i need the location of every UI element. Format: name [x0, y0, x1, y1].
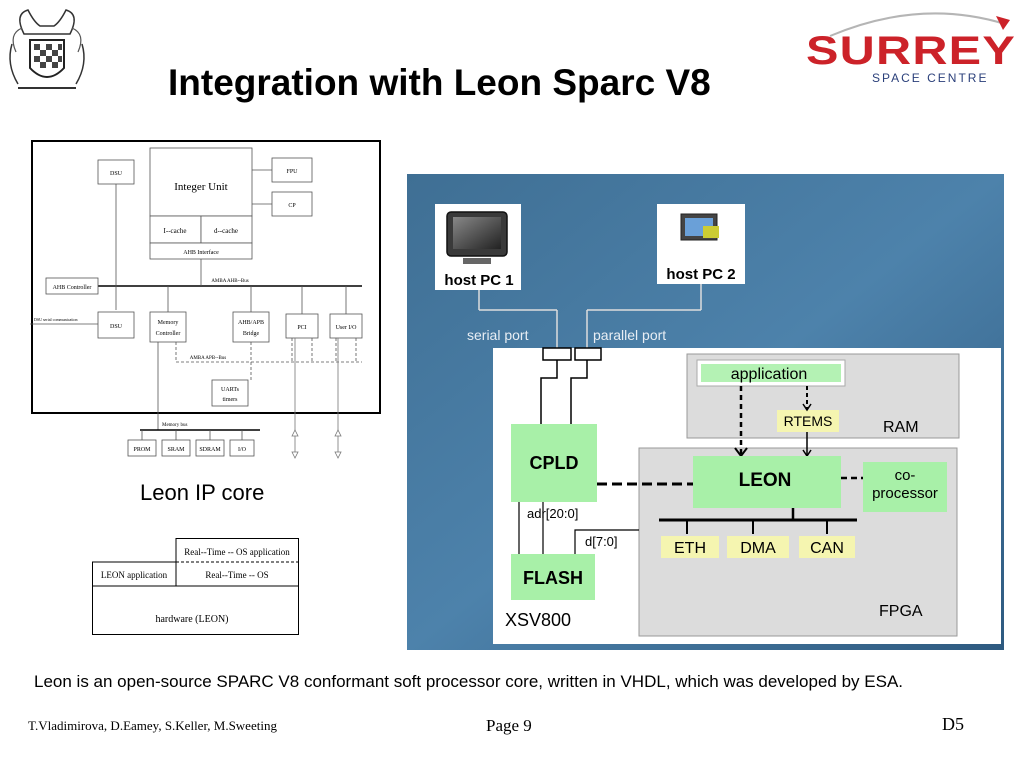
memory-controller-line-2: Controller [156, 331, 181, 337]
description-text: Leon is an open-source SPARC V8 conforma… [34, 672, 904, 691]
serial-port-label: serial port [467, 327, 529, 343]
ahb-interface-label: AHB Interface [183, 249, 219, 256]
ahb-controller-label: AHB Controller [53, 285, 92, 291]
fpga-label: FPGA [879, 603, 923, 620]
footer-authors: T.Vladimirova, D.Eamey, S.Keller, M.Swee… [28, 718, 277, 733]
ahb-apb-line-1: AHB/APB [238, 320, 264, 326]
sdram-label: SDRAM [199, 447, 221, 453]
parallel-port-label: parallel port [593, 327, 666, 343]
rtos-label: Real--Time -- OS [205, 570, 268, 580]
host-pc-1-label: host PC 1 [444, 272, 513, 289]
svg-text:SURREY: SURREY [806, 29, 1016, 73]
university-crest-logo [4, 4, 90, 94]
coprocessor-line-2: processor [872, 485, 938, 502]
host-pc-2-label: host PC 2 [666, 266, 735, 283]
footer-slide-code: D5 [942, 714, 964, 734]
eth-label: ETH [674, 540, 706, 557]
dma-label: DMA [740, 540, 776, 557]
d-label: d[7:0] [585, 534, 618, 549]
dsu-bottom-label: DSU [110, 324, 123, 330]
xsv800-label: XSV800 [505, 610, 571, 630]
surrey-space-centre-logo: SURREY SPACE CENTRE [800, 6, 1020, 86]
page-title: Integration with Leon Sparc V8 [168, 62, 711, 103]
dcache-label: d--cache [214, 227, 238, 235]
io-label: I/O [238, 447, 247, 453]
fpu-label: FPU [286, 169, 298, 175]
memory-controller-line-1: Memory [158, 320, 179, 326]
leon-core-diagram: Integer Unit I--cache d--cache AHB Inter… [30, 140, 384, 466]
ahb-apb-line-2: Bridge [243, 331, 260, 337]
leon-application-label: LEON application [101, 570, 168, 580]
ahb-bus-label: AMBA AHB--Bus [211, 279, 248, 284]
coprocessor-line-1: co- [895, 467, 916, 484]
footer-page-number: Page 9 [486, 716, 532, 735]
can-label: CAN [810, 540, 844, 557]
dsu-serial-label: DSU serial communication [34, 317, 78, 322]
sram-label: SRAM [167, 447, 185, 453]
svg-text:SPACE CENTRE: SPACE CENTRE [872, 71, 988, 85]
prom-label: PROM [133, 447, 151, 453]
adr-label: adr[20:0] [527, 506, 578, 521]
software-layers-diagram: Real--Time -- OS application LEON applic… [92, 538, 300, 636]
uarts-line-2: timers [223, 397, 239, 403]
memory-bus-label: Memory bus [162, 423, 187, 428]
pci-label: PCI [297, 325, 306, 331]
ram-label: RAM [883, 419, 919, 436]
apb-bus-label: AMBA APB--Bus [190, 356, 227, 361]
rtems-label: RTEMS [784, 413, 833, 429]
flash-label: FLASH [523, 568, 583, 588]
hardware-leon-label: hardware (LEON) [155, 614, 228, 625]
uarts-line-1: UARTs [221, 387, 240, 393]
xsv800-board-diagram: host PC 1 host PC 2 serial port parallel… [407, 174, 1004, 650]
rtos-application-label: Real--Time -- OS application [184, 547, 290, 557]
cpld-label: CPLD [530, 453, 579, 473]
application-label: application [731, 366, 808, 383]
user-io-label: User I/O [336, 325, 357, 331]
icache-label: I--cache [164, 227, 187, 235]
dsu-top-label: DSU [110, 171, 123, 177]
cp-label: CP [288, 203, 296, 209]
leon-label: LEON [739, 470, 792, 491]
integer-unit-label: Integer Unit [174, 181, 227, 193]
leon-ip-core-caption: Leon IP core [140, 480, 265, 505]
